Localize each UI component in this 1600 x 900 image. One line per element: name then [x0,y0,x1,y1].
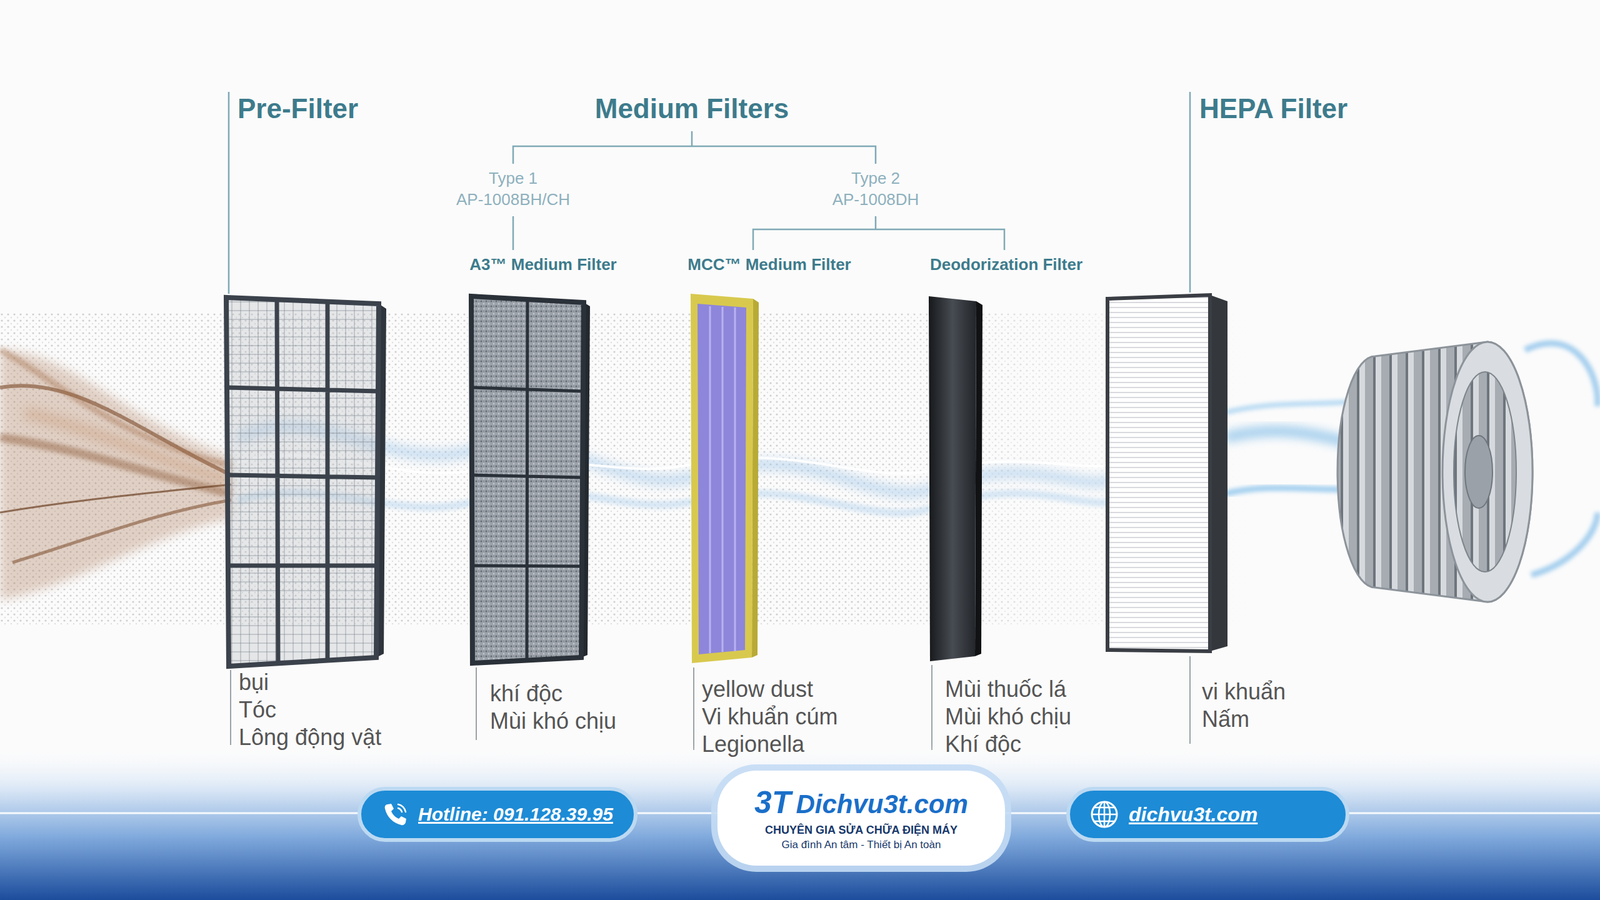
panel-face [928,296,977,662]
filter-target: Mùi khó chịu [490,707,617,735]
leader-line [230,670,232,745]
filter-target: Nấm [1201,705,1250,733]
footer-band [0,743,1600,900]
section-heading: Medium Filters [595,92,790,126]
leader-line [693,667,695,750]
clean-air [1531,512,1598,575]
leader-line [475,667,477,740]
filter-target: yellow dust [701,675,814,703]
bracket [753,216,1005,250]
dust-texture [0,312,1250,625]
website-text: dichvu3t.com [1128,803,1258,827]
filter-name: MCC™ Medium Filter [687,255,851,275]
fan-body [1337,341,1533,602]
section-heading: Pre-Filter [237,92,359,126]
filter-target: Mùi thuốc lá [945,675,1067,703]
mcc-filter-panel [690,293,759,664]
fan-opening [1453,371,1517,572]
model-number: AP-1008DH [832,190,920,210]
leader-line [1189,91,1192,293]
logo-row: 3TDichvu3t.com [754,785,969,822]
logo-box: 3TDichvu3t.comCHUYÊN GIA SỬA CHỮA ĐIỆN M… [717,770,1005,866]
leader-line [931,665,933,750]
filter-target: Lông động vật [238,723,382,751]
deodorization-filter-panel [928,296,983,662]
leader-line [228,91,230,294]
type-label: Type 2 [851,168,900,189]
filter-target: Legionella [701,730,805,758]
panel-face [697,303,747,655]
brand-name: Dichvu3t.com [795,789,968,820]
logo-mark: 3T [754,785,791,822]
a3-filter-panel [471,296,590,664]
dirty-air [0,350,232,600]
panel-face [1107,295,1210,652]
panel-edge [1210,295,1228,652]
panel-face [471,296,584,664]
tagline: CHUYÊN GIA SỬA CHỮA ĐIỆN MÁY [765,823,958,837]
website-pill: dichvu3t.com [1066,786,1350,842]
panel-face [226,297,379,667]
section-heading: HEPA Filter [1199,92,1348,126]
clean-air [1525,343,1598,407]
panel-edge [975,301,983,657]
bracket [513,131,876,164]
fan-rim [1442,341,1533,602]
filter-name: Deodorization Filter [930,255,1083,275]
filter-name: A3™ Medium Filter [469,255,617,275]
filter-target: Tóc [238,696,277,724]
fan-wheel [1337,341,1598,602]
phone-icon [381,800,410,829]
pre-filter-panel [226,297,387,667]
filter-target: khí độc [490,680,563,707]
smoke-cloud [0,350,232,600]
panel-pleats [710,306,735,654]
filter-target: bụi [238,668,269,696]
filter-target: Mùi khó chịu [945,703,1072,730]
filter-target: Vi khuẩn cúm [701,703,838,730]
smoke-stream [0,484,232,513]
panel-frame [690,293,754,664]
hepa-filter-panel [1107,295,1228,652]
hotline-pill: Hotline: 091.128.39.95 [357,786,638,842]
leader-line [1189,656,1191,744]
panel-grid [471,299,584,661]
model-number: AP-1008BH/CH [456,190,570,210]
type-label: Type 1 [488,168,538,189]
filter-target: vi khuẩn [1201,678,1286,705]
filter-target: Khí độc [945,730,1022,758]
bracket [512,216,515,250]
hotline-text: Hotline: 091.128.39.95 [418,803,614,826]
slogan: Gia đình An tâm - Thiết bị An toàn [781,838,942,852]
panel-grid [227,299,379,664]
smoke-stream [25,412,232,482]
bracket-lines [228,91,1190,294]
smoke-stream [0,350,232,466]
smoke-stream [12,500,232,563]
fan-hub [1465,435,1493,509]
globe-icon [1088,798,1120,830]
